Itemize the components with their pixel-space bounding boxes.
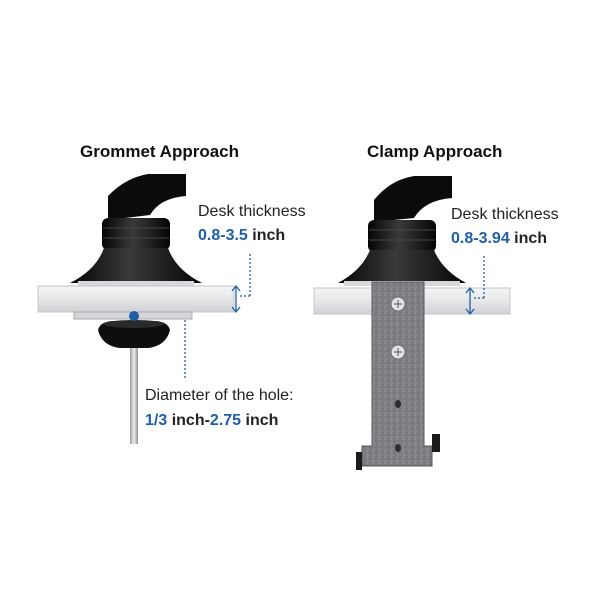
grommet-thickness-unit: inch [252,227,286,244]
clamp-thickness-unit: inch [514,230,548,247]
clamp-thickness-range: 0.8-3.94 [451,230,510,247]
hole-diameter-value: 1/3 inch-2.75 inch [145,411,278,431]
hole-range-separator: - [204,412,210,429]
grommet-approach-title: Grommet Approach [80,142,240,161]
grommet-desk-thickness-label: Desk thickness [198,203,306,220]
hole-min-value: 1/3 [145,412,168,429]
clamp-desk-thickness-value: 0.8-3.94 inch [451,229,547,249]
hole-max-value: 2.75 [209,412,242,429]
grommet-mount-illustration [37,174,235,444]
hole-diameter-label: Diameter of the hole: [145,387,294,404]
grommet-desk-thickness-value: 0.8-3.5 inch [198,226,285,246]
hole-max-unit: inch [245,412,279,429]
grommet-thickness-range: 0.8-3.5 [198,227,248,244]
clamp-thickness-marker [465,256,485,316]
grommet-thickness-marker [231,254,251,314]
clamp-desk-thickness-label: Desk thickness [451,206,559,223]
clamp-approach-title: Clamp Approach [367,142,503,161]
hole-min-unit: inch [171,412,205,429]
clamp-mount-illustration [313,176,511,470]
